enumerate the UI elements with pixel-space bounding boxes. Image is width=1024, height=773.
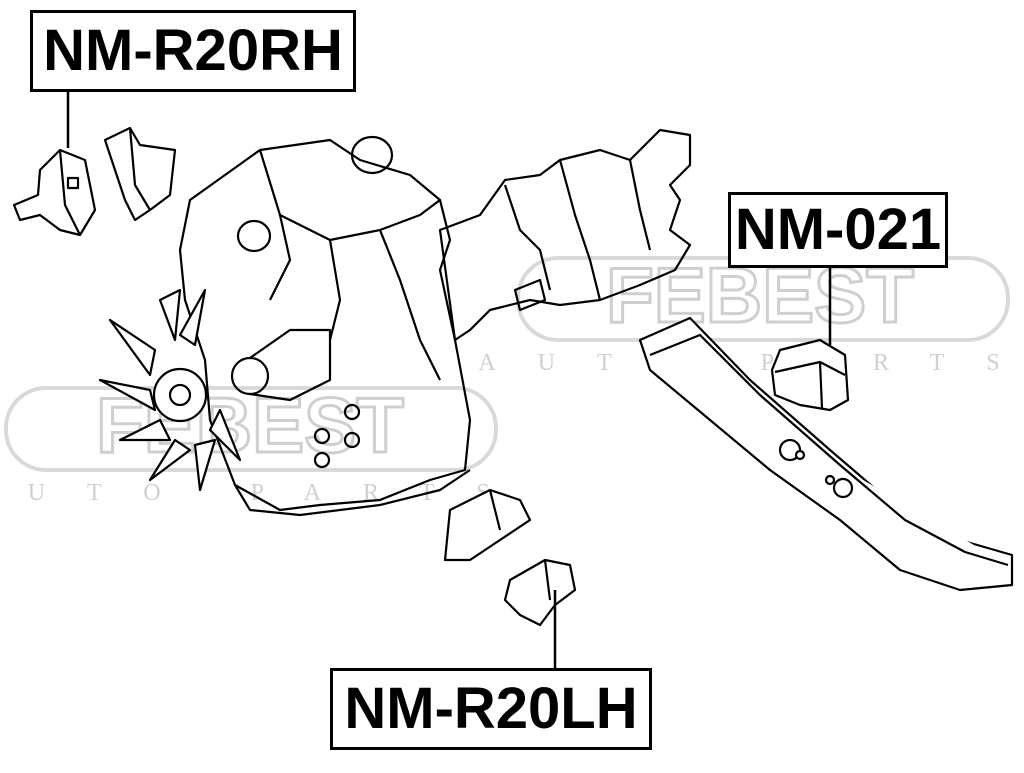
leader-lines: [66, 92, 832, 668]
crossmember-drawing: [638, 316, 1014, 592]
part-number-right-mount: NM-R20RH: [43, 18, 343, 83]
watermark-logo-right: FEBEST AUTO PARTS: [478, 250, 1024, 376]
part-label-right-mount: NM-R20RH: [30, 10, 356, 92]
part-number-left-mount: NM-R20LH: [344, 676, 638, 741]
part-label-rear-mount: NM-021: [728, 192, 948, 268]
part-number-rear-mount: NM-021: [734, 197, 942, 262]
part-label-left-mount: NM-R20LH: [330, 668, 652, 750]
rear-mount-drawing: [770, 338, 850, 412]
right-engine-mount-drawing: [12, 126, 177, 237]
watermark-tagline-right: AUTO PARTS: [478, 350, 1024, 376]
watermark-logo-left: FEBEST AUTO PARTS: [0, 380, 498, 506]
engine-assembly-drawing: [178, 128, 692, 517]
cooling-fan-drawing: [98, 288, 242, 492]
